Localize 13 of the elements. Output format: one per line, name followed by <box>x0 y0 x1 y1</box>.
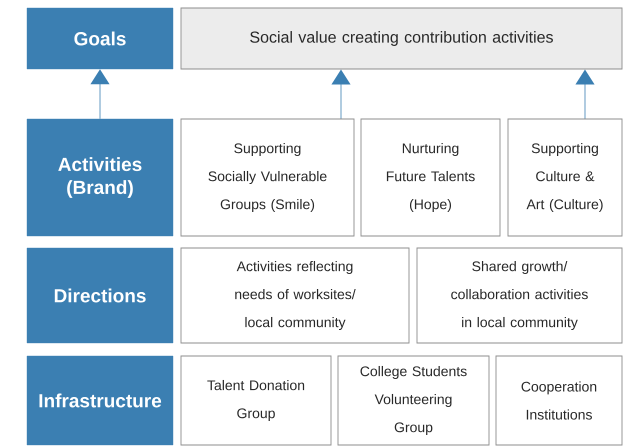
row-header-box: Directions <box>26 248 174 344</box>
row-header-box: Infrastructure <box>26 356 174 446</box>
item-box: Supporting Culture & Art (Culture) <box>508 118 622 236</box>
item-box: Talent Donation Group <box>180 356 332 446</box>
item-box: Cooperation Institutions <box>496 356 622 446</box>
row-header-box: Activities (Brand) <box>26 118 174 236</box>
item-box: Supporting Socially Vulnerable Groups (Smile) <box>180 118 354 236</box>
goal-box: Social value creating contribution activities <box>180 8 622 70</box>
item-box: Activities reflecting needs of worksites/ local community <box>180 248 410 344</box>
item-box: College Students Volunteering Group <box>338 356 490 446</box>
row-header-box: Goals <box>26 8 174 70</box>
item-box: Shared growth/ collaboration activities in local community <box>416 248 622 344</box>
item-box: Nurturing Future Talents (Hope) <box>360 118 500 236</box>
